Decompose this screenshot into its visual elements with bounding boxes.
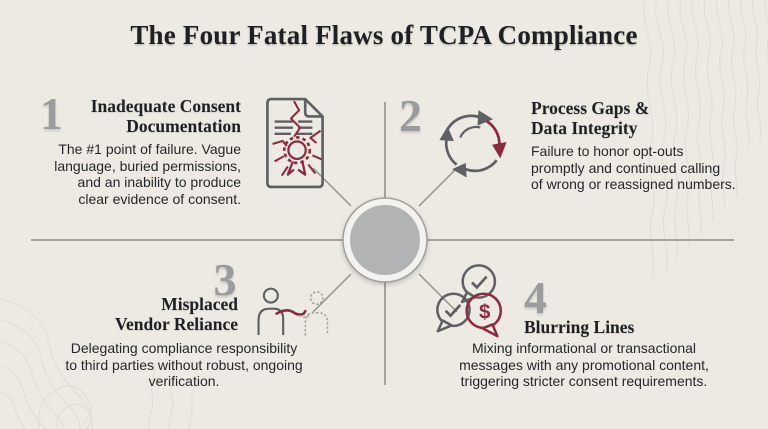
flaw-3-title: Misplaced Vendor Reliance bbox=[115, 294, 238, 334]
check-bubble-left bbox=[436, 292, 471, 333]
certificate-rosette bbox=[282, 136, 312, 176]
flaw-2-number: 2 bbox=[399, 90, 422, 141]
crack-lines bbox=[272, 100, 322, 177]
hub-gray-disc bbox=[350, 205, 420, 275]
flaw-1-title: Inadequate Consent Documentation bbox=[90, 96, 241, 136]
flaw-1-number: 1 bbox=[40, 88, 63, 139]
flaw-1-description: The #1 point of failure. Vague language,… bbox=[54, 141, 241, 207]
flaw-4-title: Blurring Lines bbox=[524, 317, 635, 337]
diagonal-rays bbox=[312, 167, 458, 313]
flaw-3-title-block: Misplaced Vendor Reliance bbox=[68, 294, 238, 334]
check-bubble-top bbox=[460, 264, 497, 304]
flaw-3-description: Delegating compliance responsibility to … bbox=[65, 340, 303, 390]
red-cycle-arrow bbox=[485, 119, 501, 146]
flaw-4-number: 4 bbox=[524, 272, 547, 323]
flaw-3-number: 3 bbox=[213, 254, 237, 305]
flaw-2-title: Process Gaps & Data Integrity bbox=[531, 98, 650, 138]
vendor-handshake-icon bbox=[257, 287, 329, 336]
center-hub-emblem bbox=[312, 167, 458, 313]
cracked-certificate-icon bbox=[266, 97, 324, 189]
flaw-2-description: Failure to honor opt-outs promptly and c… bbox=[531, 143, 736, 193]
document-text-lines bbox=[274, 120, 313, 136]
flaw-2-text-block: Process Gaps & Data Integrity Failure to… bbox=[531, 98, 741, 193]
dotted-person bbox=[297, 291, 329, 336]
flaw-4-description: Mixing informational or transactional me… bbox=[459, 340, 709, 390]
dollar-sign: $ bbox=[479, 301, 491, 324]
red-arm bbox=[275, 308, 307, 316]
page-title: The Four Fatal Flaws of TCPA Compliance bbox=[130, 20, 638, 50]
cycle-arrows-icon bbox=[439, 110, 507, 178]
flaw-1-text-block: Inadequate Consent Documentation The #1 … bbox=[36, 96, 241, 207]
solid-person bbox=[257, 287, 285, 335]
dollar-bubble: $ bbox=[465, 292, 503, 338]
overlapping-speech-bubbles-icon: $ bbox=[436, 264, 503, 338]
